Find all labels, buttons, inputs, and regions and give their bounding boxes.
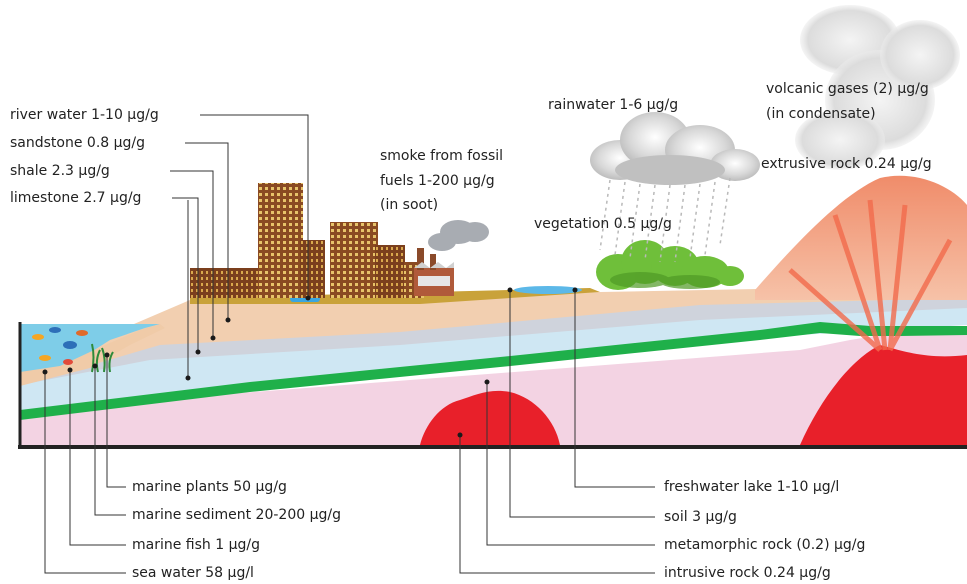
volcanic-steam: [795, 5, 960, 170]
factory: [414, 248, 454, 296]
label-volcanic-line2: (in condensate): [766, 106, 876, 122]
label-freshwater-lake: freshwater lake 1-10 µg/l: [664, 479, 840, 495]
lava-streaks: [788, 199, 953, 352]
label-limestone: limestone 2.7 µg/g: [10, 190, 142, 206]
label-soil: soil 3 µg/g: [664, 509, 737, 525]
label-shale: shale 2.3 µg/g: [10, 163, 110, 179]
rain-cloud: [590, 112, 760, 185]
city-buildings: [190, 183, 424, 298]
label-intrusive-rock: intrusive rock 0.24 µg/g: [664, 565, 831, 581]
leader-lines: [44, 114, 655, 574]
intrusive-rock: [420, 390, 560, 445]
label-metamorphic-rock: metamorphic rock (0.2) µg/g: [664, 537, 866, 553]
label-smoke-line3: (in soot): [380, 197, 439, 213]
label-marine-plants: marine plants 50 µg/g: [132, 479, 287, 495]
freshwater-lake-shape: [514, 286, 582, 294]
label-smoke-line2: fuels 1-200 µg/g: [380, 173, 495, 189]
label-marine-sediment: marine sediment 20-200 µg/g: [132, 507, 341, 523]
metamorphic-basement: [20, 330, 967, 445]
label-vegetation: vegetation 0.5 µg/g: [534, 216, 672, 232]
label-sea-water: sea water 58 µg/l: [132, 565, 254, 581]
leader-dots: [42, 287, 578, 438]
label-smoke-line1: smoke from fossil: [380, 148, 504, 164]
marine-life: [32, 327, 114, 373]
volcano-cone: [755, 175, 967, 300]
magma-chamber: [800, 345, 967, 445]
smoke-cloud: [428, 220, 489, 251]
label-rainwater: rainwater 1-6 µg/g: [548, 97, 679, 113]
label-marine-fish: marine fish 1 µg/g: [132, 537, 260, 553]
label-volcanic-line1: volcanic gases (2) µg/g: [766, 81, 929, 97]
sandstone-layer: [20, 285, 967, 386]
label-extrusive-rock: extrusive rock 0.24 µg/g: [761, 156, 932, 172]
rain: [599, 177, 731, 263]
label-sandstone: sandstone 0.8 µg/g: [10, 135, 146, 151]
label-river-water: river water 1-10 µg/g: [10, 107, 159, 123]
